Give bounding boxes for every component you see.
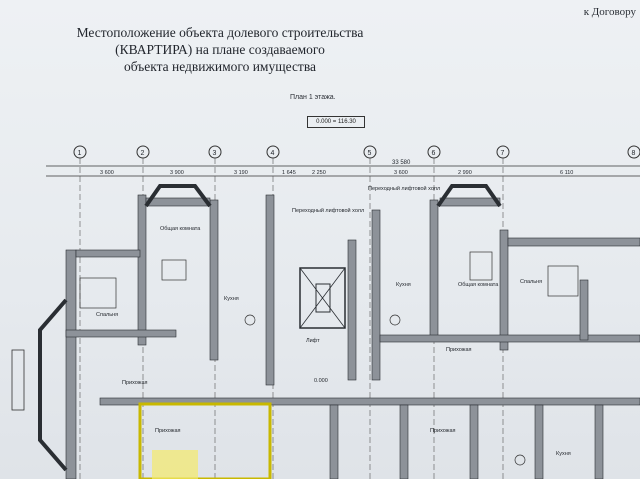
dimension-text: 3 600 — [394, 170, 408, 176]
dimension-text: 3 600 — [100, 170, 114, 176]
dimension-text: 2 990 — [458, 170, 472, 176]
axis-label: 5 — [368, 150, 372, 157]
room-name: Спальня — [520, 279, 542, 285]
plan-label: Лифт — [306, 338, 320, 344]
total-dimension: 33 580 — [392, 160, 411, 166]
room-name: Прихожая — [446, 347, 472, 353]
dimension-text: 2 250 — [312, 170, 326, 176]
axis-label: 2 — [141, 150, 145, 157]
axis-label: 3 — [213, 150, 217, 157]
dimension-text: 3 900 — [170, 170, 184, 176]
room-name: Общая комната — [458, 282, 499, 288]
title-line-1: Местоположение объекта долевого строител… — [76, 25, 364, 40]
plan-title: План 1 этажа. — [290, 94, 336, 101]
room-name: Прихожая — [430, 428, 456, 434]
walls — [65, 194, 640, 479]
room-name: Спальня — [96, 312, 118, 318]
plan-label: 0.000 — [314, 378, 328, 384]
room-name: Прихожая — [122, 380, 148, 386]
highlighted-apartment — [138, 402, 272, 479]
title-line-3: объекта недвижимого имущества — [123, 59, 317, 74]
room-labels: Общая комната Спальня Кухня Прихожая Общ… — [96, 185, 571, 457]
room-name: Кухня — [556, 451, 571, 457]
dimension-text: 6 110 — [560, 170, 573, 176]
dimension-text: 1 645 — [282, 170, 296, 176]
axis-label: 4 — [271, 150, 275, 157]
plan-label: Переходный лифтовой холл — [292, 207, 364, 214]
room-name: Кухня — [396, 282, 411, 288]
room-name: Прихожая — [155, 428, 181, 434]
top-dimensions: 3 600 3 900 3 190 1 645 2 250 3 600 2 99… — [100, 170, 573, 176]
axis-markers: 1 2 3 4 5 6 7 8 — [73, 145, 640, 479]
document-title: Местоположение объекта долевого строител… — [0, 24, 440, 75]
plan-label: Переходный лифтовой холл — [368, 185, 440, 192]
axis-label: 1 — [78, 150, 82, 157]
contract-reference: к Договору — [583, 6, 636, 18]
lift-shaft — [299, 267, 346, 329]
title-line-2: (КВАРТИРА) на плане создаваемого — [115, 42, 325, 57]
axis-label: 8 — [632, 150, 636, 157]
room-name: Кухня — [224, 296, 239, 302]
elevation-box: 0.000 = 116.30 — [307, 116, 365, 128]
axis-label: 6 — [432, 150, 436, 157]
room-name: Общая комната — [160, 226, 201, 232]
axis-label: 7 — [501, 150, 505, 157]
dimension-text: 3 190 — [234, 170, 248, 176]
